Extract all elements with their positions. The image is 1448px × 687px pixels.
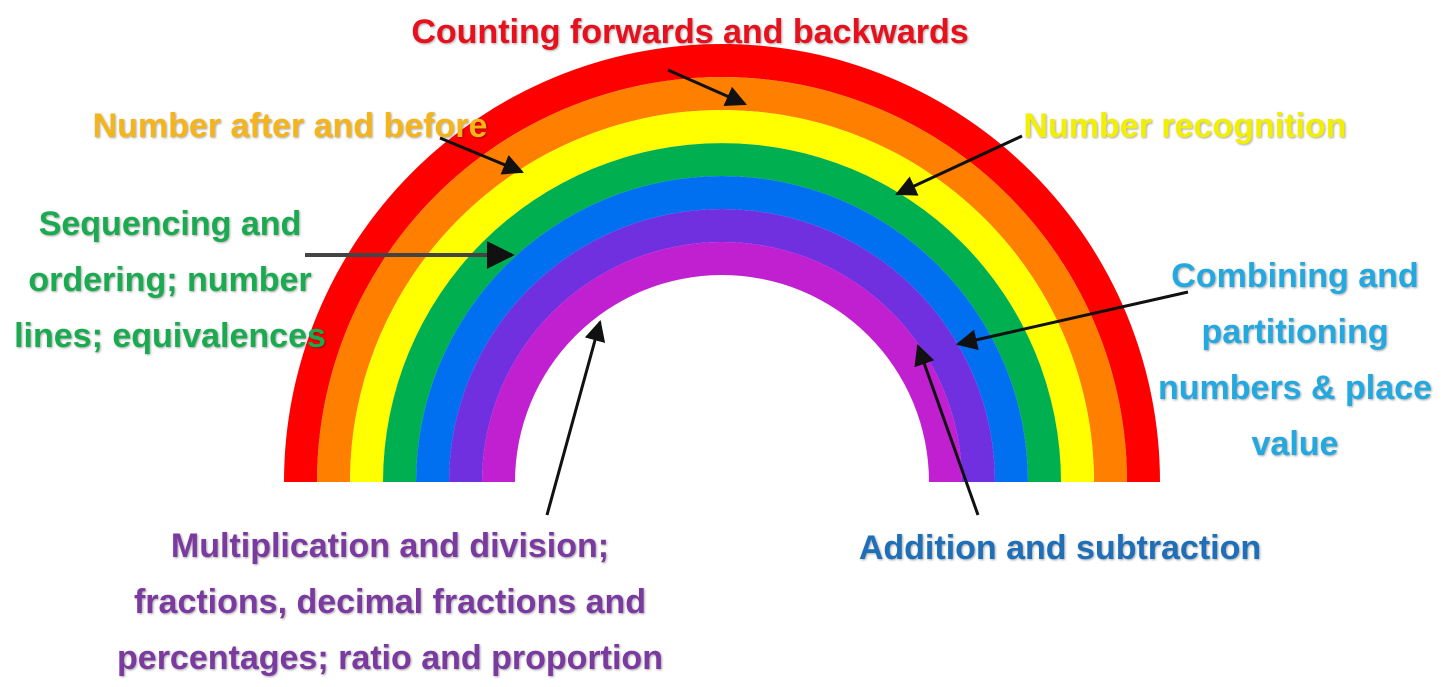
label-line: Counting forwards and backwards (411, 13, 969, 51)
label-line: partitioning (1201, 313, 1389, 351)
label-line: percentages; ratio and proportion (117, 639, 663, 677)
label-line: ordering; number (28, 261, 312, 299)
label-number-recognition: Number recognition (1010, 98, 1360, 154)
label-line: Multiplication and division; (170, 527, 610, 565)
label-line: Addition and subtraction (858, 529, 1262, 567)
label-line: Number recognition (1023, 107, 1347, 145)
arrow-combining (955, 290, 1189, 351)
arrow-addition (914, 344, 980, 516)
label-multiplication: Multiplication and division; fractions, d… (100, 518, 680, 686)
label-line: fractions, decimal fractions and (133, 583, 647, 621)
label-line: numbers & place (1158, 369, 1432, 407)
label-combining: Combining and partitioning numbers & place… (1150, 248, 1440, 472)
label-number-after-before: Number after and before (80, 98, 500, 154)
label-line: Number after and before (92, 107, 488, 145)
rainbow-band (482, 242, 962, 482)
arrows (305, 68, 1189, 516)
label-line: lines; equivalences (14, 317, 326, 355)
arrow-multiplication (545, 319, 606, 516)
label-sequencing: Sequencing and ordering; number lines; equ… (10, 196, 330, 364)
arrow-counting (667, 68, 747, 106)
rainbow-bands (284, 44, 1160, 483)
arrow-after (439, 136, 524, 175)
label-counting: Counting forwards and backwards (360, 4, 1020, 60)
label-line: value (1251, 425, 1339, 463)
rainbow-band (449, 209, 995, 482)
label-line: Sequencing and (38, 205, 302, 243)
arrow-recognition (895, 134, 1023, 196)
rainbow-band (416, 176, 1028, 482)
label-addition: Addition and subtraction (830, 520, 1290, 576)
label-line: Combining and (1171, 257, 1419, 295)
